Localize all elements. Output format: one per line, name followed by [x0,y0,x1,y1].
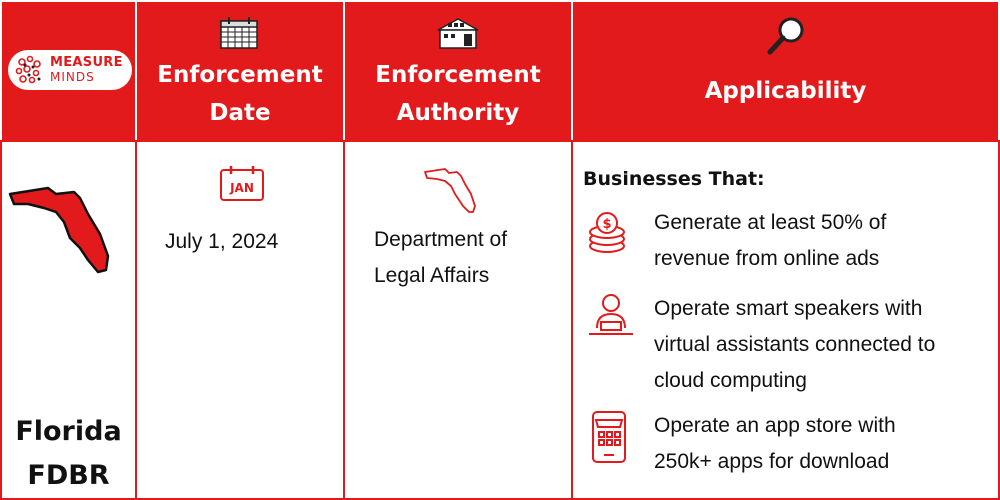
header-line: Authority [396,100,520,126]
authority-line: Department of [374,228,508,251]
item-line: cloud computing [654,369,807,392]
logo-mark-icon [13,54,45,86]
header-enforcement-date: Enforcement Date [135,0,345,142]
item-line: Generate at least 50% of [654,211,887,234]
florida-map-icon [8,186,110,274]
header-logo-cell: MEASURE MINDS [0,0,137,142]
calendar-icon [220,17,258,49]
logo-line1: MEASURE [50,55,123,70]
header-enforcement-authority: Enforcement Authority [343,0,573,142]
authority-text: Department of Legal Affairs [374,222,507,294]
logo-line2: MINDS [50,70,95,84]
state-cell: Florida FDBR [0,140,137,500]
calendar-jan-icon: JAN [220,166,264,201]
item-line: 250k+ apps for download [654,450,890,473]
applicability-heading: Businesses That: [583,168,765,190]
applicability-item: Generate at least 50% of revenue from on… [654,205,994,277]
applicability-cell [571,140,1000,500]
item-line: Operate smart speakers with [654,297,923,320]
florida-outline-icon [424,168,476,213]
svg-text:$: $ [602,217,611,232]
item-line: revenue from online ads [654,247,880,270]
magnifying-glass-icon [767,17,803,55]
header-line: Enforcement [375,62,541,88]
header-applicability: Applicability [571,0,1000,142]
item-line: Operate an app store with [654,414,896,437]
state-name: Florida FDBR [2,410,135,498]
authority-cell [343,140,573,500]
speaker-person-icon [589,294,633,335]
government-building-icon [437,18,479,49]
applicability-item: Operate an app store with 250k+ apps for… [654,408,994,480]
calendar-label: JAN [229,181,254,195]
measure-minds-logo: MEASURE MINDS [8,50,132,90]
enforcement-date: July 1, 2024 [165,230,279,253]
date-cell: JAN [135,140,345,500]
applicability-item: Operate smart speakers with virtual assi… [654,291,994,399]
header-line: Date [209,100,271,126]
state-line: Florida [15,416,122,447]
mobile-app-store-icon [592,411,626,463]
state-line: FDBR [27,460,110,491]
header-title: Enforcement Date [137,56,343,132]
coins-icon: $ [589,212,625,253]
item-line: virtual assistants connected to [654,333,936,356]
header-line: Enforcement [157,62,323,88]
header-title: Applicability [704,78,867,104]
header-title: Enforcement Authority [345,56,571,132]
authority-line: Legal Affairs [374,264,490,287]
